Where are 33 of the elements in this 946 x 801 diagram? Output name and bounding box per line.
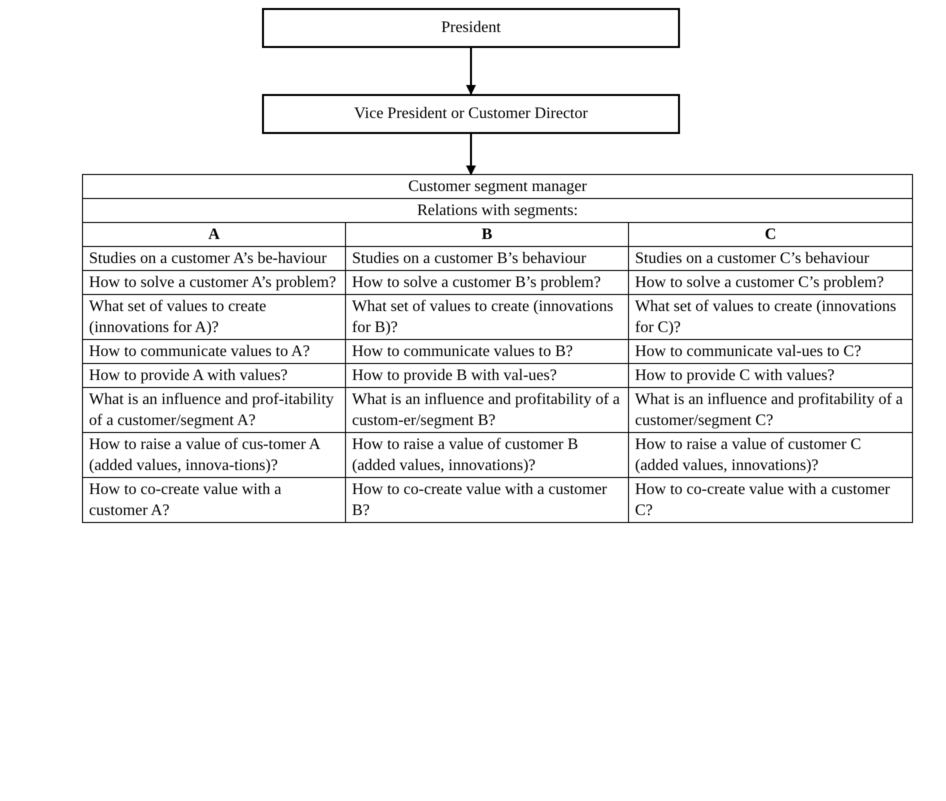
table-cell: What set of values to create (innovations for A)? (82, 294, 346, 340)
table-cell: How to raise a value of cus-tomer A (added values, innova-tions)? (82, 432, 346, 478)
table-cell: How to raise a value of customer B (added values, innovations)? (346, 432, 628, 478)
table-cell: How to communicate val-ues to C? (628, 340, 912, 364)
table-cell: Studies on a customer A’s be-haviour (82, 246, 346, 270)
table-cell: How to co-create value with a customer C? (628, 478, 912, 522)
table-cell: What set of values to create (innovations for B)? (346, 294, 628, 340)
table-cell: How to provide C with values? (628, 364, 912, 388)
role-box: President (262, 8, 680, 48)
table-cell: Studies on a customer B’s behaviour (346, 246, 628, 270)
table-cell: How to solve a customer C’s problem? (628, 270, 912, 294)
table-cell: How to solve a customer A’s problem? (82, 270, 346, 294)
table-cell: How to co-create value with a customer A? (82, 478, 346, 522)
table-cell: How to communicate values to B? (346, 340, 628, 364)
table-cell: How to co-create value with a customer B? (346, 478, 628, 522)
table-cell: What is an influence and prof-itability of a customer/segment A? (82, 388, 346, 432)
segment-header-cell: C (628, 222, 912, 246)
table-cell: Studies on a customer C’s behaviour (628, 246, 912, 270)
role-box: Vice President or Customer Director (262, 94, 680, 134)
table-cell: How to communicate values to A? (82, 340, 346, 364)
table-cell: How to provide A with values? (82, 364, 346, 388)
table-header-cell: Relations with segments: (82, 198, 912, 222)
table-cell: What is an influence and profitability of a customer/segment C? (628, 388, 912, 432)
segment-header-cell: A (82, 222, 346, 246)
table-cell: What set of values to create (innovations for C)? (628, 294, 912, 340)
table-cell: How to raise a value of customer C (added values, innovations)? (628, 432, 912, 478)
arrow (466, 48, 476, 95)
segment-header-cell: B (346, 222, 628, 246)
table-header-cell: Customer segment manager (82, 174, 912, 198)
table-cell: How to provide B with val-ues? (346, 364, 628, 388)
arrow (466, 134, 476, 176)
table-cell: What is an influence and profitability of a custom-er/segment B? (346, 388, 628, 432)
table-cell: How to solve a customer B’s problem? (346, 270, 628, 294)
